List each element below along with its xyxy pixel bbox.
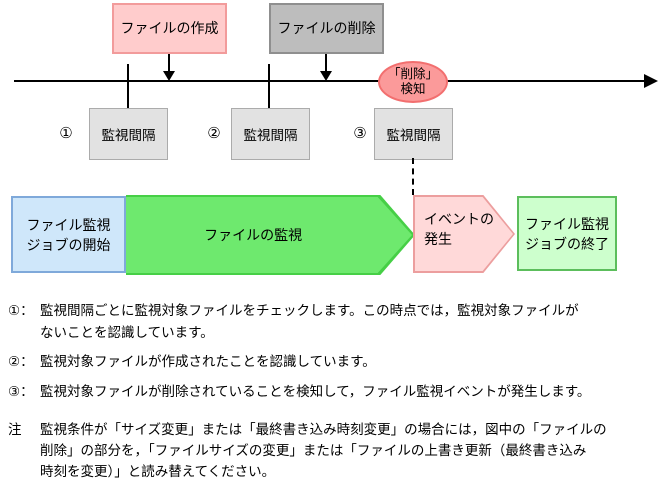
job-end-box: ファイル監視 ジョブの終了 xyxy=(517,196,617,271)
job-end-line1: ファイル監視 xyxy=(525,215,609,232)
file-delete-box: ファイルの削除 xyxy=(269,3,384,54)
interval-tick-2 xyxy=(268,64,270,108)
note-remark-line3: 時刻を変更）」と読み替えてください。 xyxy=(40,464,276,479)
delete-detected-line1: 「削除」 xyxy=(387,67,438,81)
arrow-down-icon xyxy=(320,71,332,81)
event-occurrence-label: イベントの 発生 xyxy=(424,209,494,249)
marker-3: ③ xyxy=(353,125,367,142)
note-1-label: ①： xyxy=(8,303,34,318)
note-2-line1: 監視対象ファイルが作成されたことを認識しています。 xyxy=(40,354,376,369)
dashed-connector-line xyxy=(412,158,414,195)
file-create-box: ファイルの作成 xyxy=(112,3,227,54)
event-line2: 発生 xyxy=(424,231,452,247)
timeline-axis xyxy=(14,80,646,82)
note-3-line1: 監視対象ファイルが削除されていることを検知して，ファイル監視イベントが発生します… xyxy=(40,384,591,399)
arrow-right-icon xyxy=(644,74,658,88)
job-end-line2: ジョブの終了 xyxy=(525,235,609,252)
note-2-label: ②： xyxy=(8,354,34,369)
interval-tick-1 xyxy=(127,64,129,108)
interval-box-2: 監視間隔 xyxy=(231,108,310,160)
file-monitoring-label: ファイルの監視 xyxy=(204,227,303,243)
note-remark-label: 注 xyxy=(8,422,22,437)
event-line1: イベントの xyxy=(424,211,494,227)
delete-detected-ellipse: 「削除」 検知 xyxy=(378,61,448,103)
note-3: ③： 監視対象ファイルが削除されていることを検知して，ファイル監視イベントが発生… xyxy=(8,381,590,403)
arrow-down-icon xyxy=(163,71,175,81)
note-2-text: 監視対象ファイルが作成されたことを認識しています。 xyxy=(40,351,376,373)
delete-connector-line xyxy=(325,54,327,71)
note-3-text: 監視対象ファイルが削除されていることを検知して，ファイル監視イベントが発生します… xyxy=(40,381,590,403)
interval-box-3: 監視間隔 xyxy=(374,108,453,160)
file-monitoring-arrow: ファイルの監視 xyxy=(126,195,415,275)
event-occurrence-shape: イベントの 発生 xyxy=(413,195,515,273)
delete-detected-line2: 検知 xyxy=(400,82,426,96)
job-start-box: ファイル監視 ジョブの開始 xyxy=(11,196,126,273)
interval-box-1: 監視間隔 xyxy=(89,108,168,160)
note-remark-text: 監視条件が「サイズ変更」または「最終書き込み時刻変更」の場合には，図中の「ファイ… xyxy=(40,419,607,482)
marker-1: ① xyxy=(59,125,73,142)
note-remark-line1: 監視条件が「サイズ変更」または「最終書き込み時刻変更」の場合には，図中の「ファイ… xyxy=(40,422,607,437)
job-start-line1: ファイル監視 xyxy=(26,216,111,233)
job-start-line2: ジョブの開始 xyxy=(26,236,111,253)
create-connector-line xyxy=(168,54,170,71)
note-remark-line2: 削除」の部分を，「ファイルサイズの変更」または「ファイルの上書き更新（最終書き込… xyxy=(40,443,587,458)
note-1-line2: ないことを認識しています。 xyxy=(40,325,214,340)
note-1-text: 監視間隔ごとに監視対象ファイルをチェックします。この時点では，監視対象ファイルが… xyxy=(40,300,579,344)
note-2: ②： 監視対象ファイルが作成されたことを認識しています。 xyxy=(8,351,376,373)
note-1-line1: 監視間隔ごとに監視対象ファイルをチェックします。この時点では，監視対象ファイルが xyxy=(40,303,579,318)
file-monitoring-arrow-fill xyxy=(126,197,412,273)
marker-2: ② xyxy=(207,125,221,142)
note-1: ①： 監視間隔ごとに監視対象ファイルをチェックします。この時点では，監視対象ファ… xyxy=(8,300,579,344)
note-3-label: ③： xyxy=(8,384,34,399)
note-remark: 注 監視条件が「サイズ変更」または「最終書き込み時刻変更」の場合には，図中の「フ… xyxy=(8,419,607,482)
